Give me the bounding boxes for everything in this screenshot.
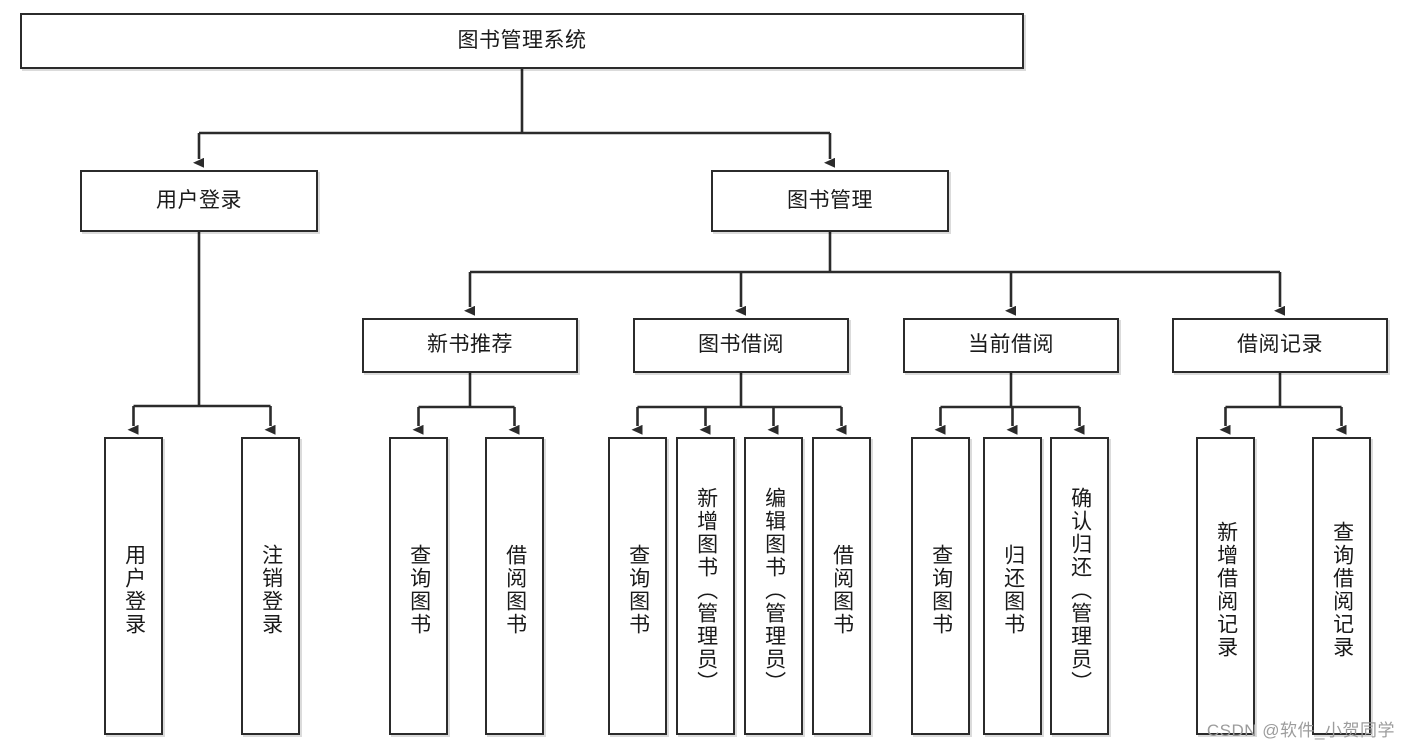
node-label-leaf-edit-book: 编辑图书（管理员） (762, 486, 786, 694)
watermark-text: CSDN @软件_小贺同学 (1206, 721, 1395, 740)
node-borrow-record[interactable]: 借阅记录 (1172, 318, 1388, 373)
node-label-leaf-borrow-book-1: 借阅图书 (503, 544, 527, 636)
node-label-root: 图书管理系统 (457, 28, 587, 52)
node-label-leaf-query-book-3: 查询图书 (929, 544, 953, 636)
node-label-current-borrow: 当前借阅 (968, 333, 1054, 357)
node-leaf-return-book[interactable]: 归还图书 (983, 437, 1042, 735)
node-label-book-manage: 图书管理 (787, 188, 873, 212)
node-user-login[interactable]: 用户登录 (80, 170, 318, 232)
node-label-new-book-rec: 新书推荐 (427, 333, 513, 357)
node-label-leaf-query-book-1: 查询图书 (407, 544, 431, 636)
node-leaf-user-logout[interactable]: 注销登录 (241, 437, 300, 735)
node-label-leaf-add-book: 新增图书（管理员） (694, 486, 718, 694)
node-leaf-borrow-book-1[interactable]: 借阅图书 (485, 437, 544, 735)
node-label-leaf-add-record: 新增借阅记录 (1214, 521, 1238, 659)
node-leaf-add-book[interactable]: 新增图书（管理员） (676, 437, 735, 735)
node-leaf-query-book-2[interactable]: 查询图书 (608, 437, 667, 735)
node-book-manage[interactable]: 图书管理 (711, 170, 949, 232)
node-label-leaf-user-logout: 注销登录 (259, 544, 283, 636)
node-label-leaf-return-book: 归还图书 (1001, 544, 1025, 636)
node-leaf-query-record[interactable]: 查询借阅记录 (1312, 437, 1371, 735)
node-label-leaf-confirm-return: 确认归还（管理员） (1068, 486, 1092, 694)
node-book-borrow[interactable]: 图书借阅 (633, 318, 849, 373)
node-leaf-borrow-book-2[interactable]: 借阅图书 (812, 437, 871, 735)
node-leaf-query-book-1[interactable]: 查询图书 (389, 437, 448, 735)
node-label-borrow-record: 借阅记录 (1237, 333, 1323, 357)
node-leaf-query-book-3[interactable]: 查询图书 (911, 437, 970, 735)
node-leaf-confirm-return[interactable]: 确认归还（管理员） (1050, 437, 1109, 735)
node-label-leaf-user-login: 用户登录 (122, 544, 146, 636)
node-leaf-add-record[interactable]: 新增借阅记录 (1196, 437, 1255, 735)
node-leaf-user-login[interactable]: 用户登录 (104, 437, 163, 735)
node-label-leaf-borrow-book-2: 借阅图书 (830, 544, 854, 636)
node-new-book-rec[interactable]: 新书推荐 (362, 318, 578, 373)
node-label-leaf-query-record: 查询借阅记录 (1330, 521, 1354, 659)
node-leaf-edit-book[interactable]: 编辑图书（管理员） (744, 437, 803, 735)
node-label-leaf-query-book-2: 查询图书 (626, 544, 650, 636)
node-root[interactable]: 图书管理系统 (20, 13, 1024, 69)
node-label-book-borrow: 图书借阅 (698, 333, 784, 357)
node-label-user-login: 用户登录 (156, 188, 242, 212)
node-current-borrow[interactable]: 当前借阅 (903, 318, 1119, 373)
